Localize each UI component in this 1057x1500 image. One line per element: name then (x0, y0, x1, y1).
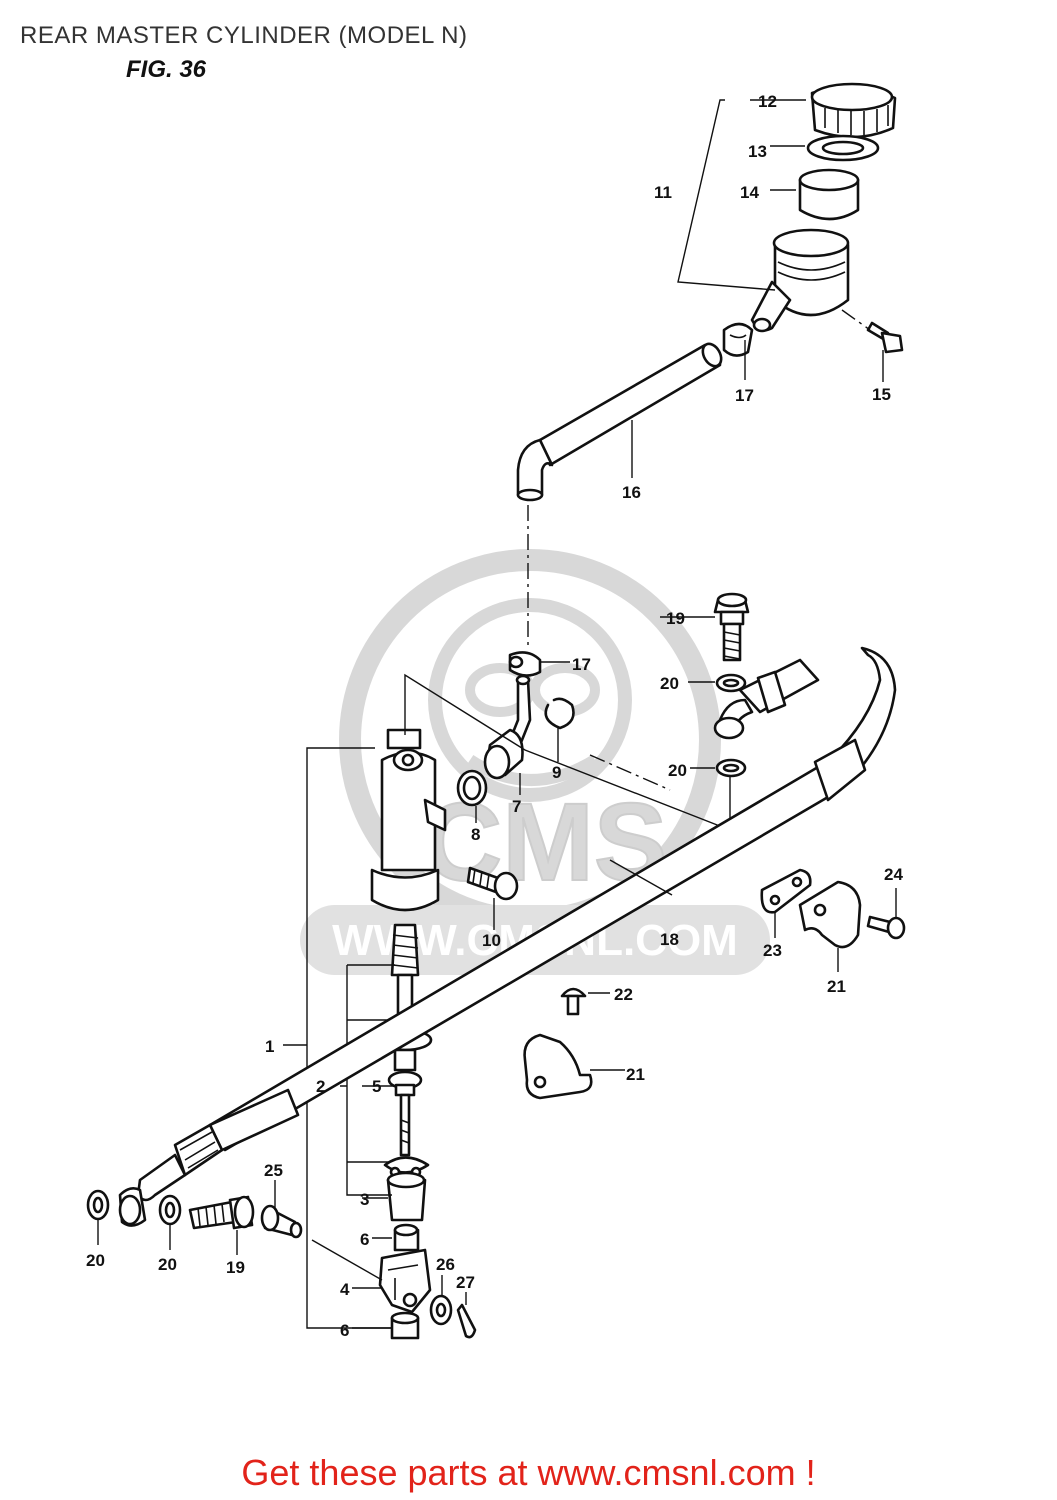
banjo-bolt-upper (713, 592, 750, 662)
callout-2: 2 (316, 1077, 325, 1096)
lock-nut-upper (393, 1223, 420, 1252)
callout-5: 5 (372, 1077, 381, 1096)
callout-10: 10 (482, 931, 501, 950)
callout-6-lower: 6 (340, 1321, 349, 1340)
callout-13: 13 (748, 142, 767, 161)
push-rod-clevis (378, 1248, 432, 1314)
o-ring (456, 769, 488, 807)
callout-1: 1 (265, 1037, 274, 1056)
clevis-pin (260, 1204, 303, 1239)
hose-clamp-lower (508, 651, 542, 677)
callout-19-upper: 19 (666, 609, 685, 628)
callout-26: 26 (436, 1255, 455, 1274)
figure-number: FIG. 36 (126, 56, 207, 83)
brake-hose (118, 646, 897, 1227)
push-rod-boot (386, 1171, 427, 1222)
piston-spring (390, 923, 420, 977)
diaphragm (798, 168, 860, 221)
washer-upper-b (715, 758, 747, 778)
circlip (544, 697, 575, 730)
callout-21-upper: 21 (827, 977, 846, 996)
washer-upper-a (715, 673, 747, 693)
reservoir-tank (750, 228, 850, 333)
callout-22: 22 (614, 985, 633, 1004)
get-parts-link[interactable]: Get these parts at www.cmsnl.com ! (241, 1452, 816, 1493)
hose-guide-upper (798, 880, 862, 949)
callout-12: 12 (758, 92, 777, 111)
callout-8: 8 (471, 825, 480, 844)
hose-clamp-upper (722, 322, 754, 357)
diaphragm-plate (806, 134, 880, 162)
callout-11: 11 (654, 183, 672, 202)
callout-20-a: 20 (660, 674, 679, 693)
callout-9: 9 (552, 763, 561, 782)
callout-19-lower: 19 (226, 1258, 245, 1277)
callout-16: 16 (622, 483, 641, 502)
lock-nut-lower (390, 1311, 420, 1340)
callout-21-lower: 21 (626, 1065, 645, 1084)
hose-guide-lower (523, 1033, 593, 1100)
callout-23: 23 (763, 941, 782, 960)
callout-17-lower: 17 (572, 655, 591, 674)
reservoir-cap (810, 82, 897, 139)
callout-4: 4 (340, 1280, 350, 1299)
clevis-washer (429, 1294, 453, 1326)
hose-guide-plate (760, 868, 812, 914)
washer-lower-a (86, 1189, 110, 1221)
master-cylinder-body (370, 728, 447, 912)
callout-18: 18 (660, 930, 679, 949)
banjo-bolt-lower (188, 1195, 255, 1230)
callout-20-c: 20 (86, 1251, 105, 1270)
guide-screw-lower (560, 987, 587, 1016)
callout-7: 7 (512, 797, 521, 816)
washer-lower-b (158, 1194, 182, 1226)
cotter-pin (456, 1303, 477, 1339)
guide-screw-upper (866, 915, 906, 940)
callout-6-upper: 6 (360, 1230, 369, 1249)
diagram-title: REAR MASTER CYLINDER (MODEL N) (20, 22, 468, 49)
reservoir-hose (516, 342, 723, 502)
cylinder-mount-bolt (466, 866, 519, 901)
callout-3: 3 (360, 1190, 369, 1209)
reservoir-bolt (866, 321, 904, 354)
callout-27: 27 (456, 1273, 475, 1292)
callout-17-upper: 17 (735, 386, 754, 405)
callout-15: 15 (872, 385, 891, 404)
hose-joint (483, 674, 532, 780)
callout-20-d: 20 (158, 1255, 177, 1274)
callout-25: 25 (264, 1161, 283, 1180)
callout-24: 24 (884, 865, 903, 884)
callout-14: 14 (740, 183, 759, 202)
callout-20-b: 20 (668, 761, 687, 780)
